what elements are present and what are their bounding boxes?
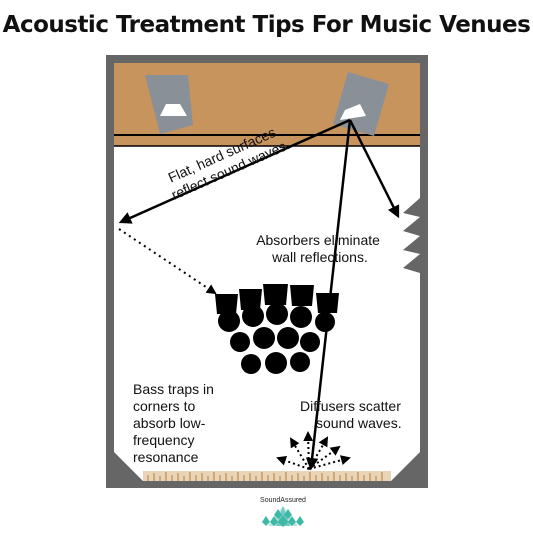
wall-absorber (403, 198, 420, 273)
bass-trap-left (114, 452, 143, 481)
bass-trap-label: Bass traps in corners to absorb low- fre… (133, 381, 218, 465)
bass-trap-right (391, 452, 420, 481)
diffuser-label: Diffusers scatter sound waves. (300, 398, 405, 431)
absorb-label: Absorbers eliminate wall reflections. (256, 232, 384, 265)
brand-name: SoundAssured (260, 497, 306, 504)
audience-group (215, 284, 339, 374)
sound-path-absorber (348, 119, 400, 219)
sound-path-reflection (118, 118, 351, 295)
brand-logo-icon (262, 506, 304, 527)
sound-path-diffuser (305, 119, 352, 471)
diffusion-scatter (276, 431, 351, 470)
diffuser-teeth (147, 472, 383, 481)
page-title: Acoustic Treatment Tips For Music Venues (2, 12, 531, 38)
speaker-left-icon (145, 75, 193, 134)
floor-diffuser (143, 471, 391, 481)
